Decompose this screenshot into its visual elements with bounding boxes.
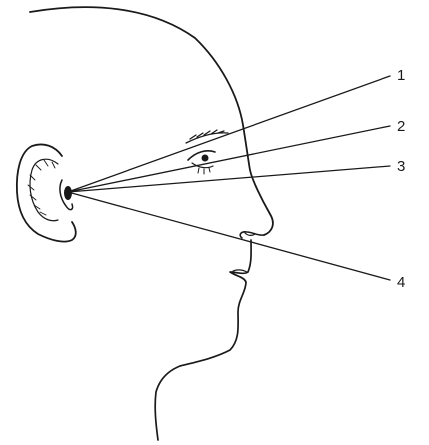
callout-label-3: 3 (397, 158, 405, 175)
mouth-chin-neck (154, 239, 252, 441)
callout-line-1 (67, 75, 391, 193)
ear-concha (59, 179, 74, 211)
eye-lower-lid (191, 162, 214, 169)
callout-line-4 (67, 191, 391, 281)
nose-underside (239, 231, 265, 239)
lip-line (232, 269, 248, 273)
eye-upper-lid (187, 150, 216, 161)
eyebrow (185, 129, 229, 144)
ear-canal (64, 186, 72, 200)
ear-inner-fold (29, 158, 59, 222)
ear-outer (15, 143, 77, 243)
eye-lash-marks (197, 167, 211, 175)
callout-label-4: 4 (397, 274, 405, 291)
callout-label-2: 2 (397, 118, 405, 135)
callout-label-1: 1 (397, 67, 405, 84)
ear-shading (27, 159, 56, 216)
eye-pupil (201, 154, 209, 162)
callout-line-2 (67, 125, 391, 193)
nostril-mark (244, 232, 256, 236)
callout-line-3 (67, 165, 391, 193)
head-outline (29, 6, 274, 236)
